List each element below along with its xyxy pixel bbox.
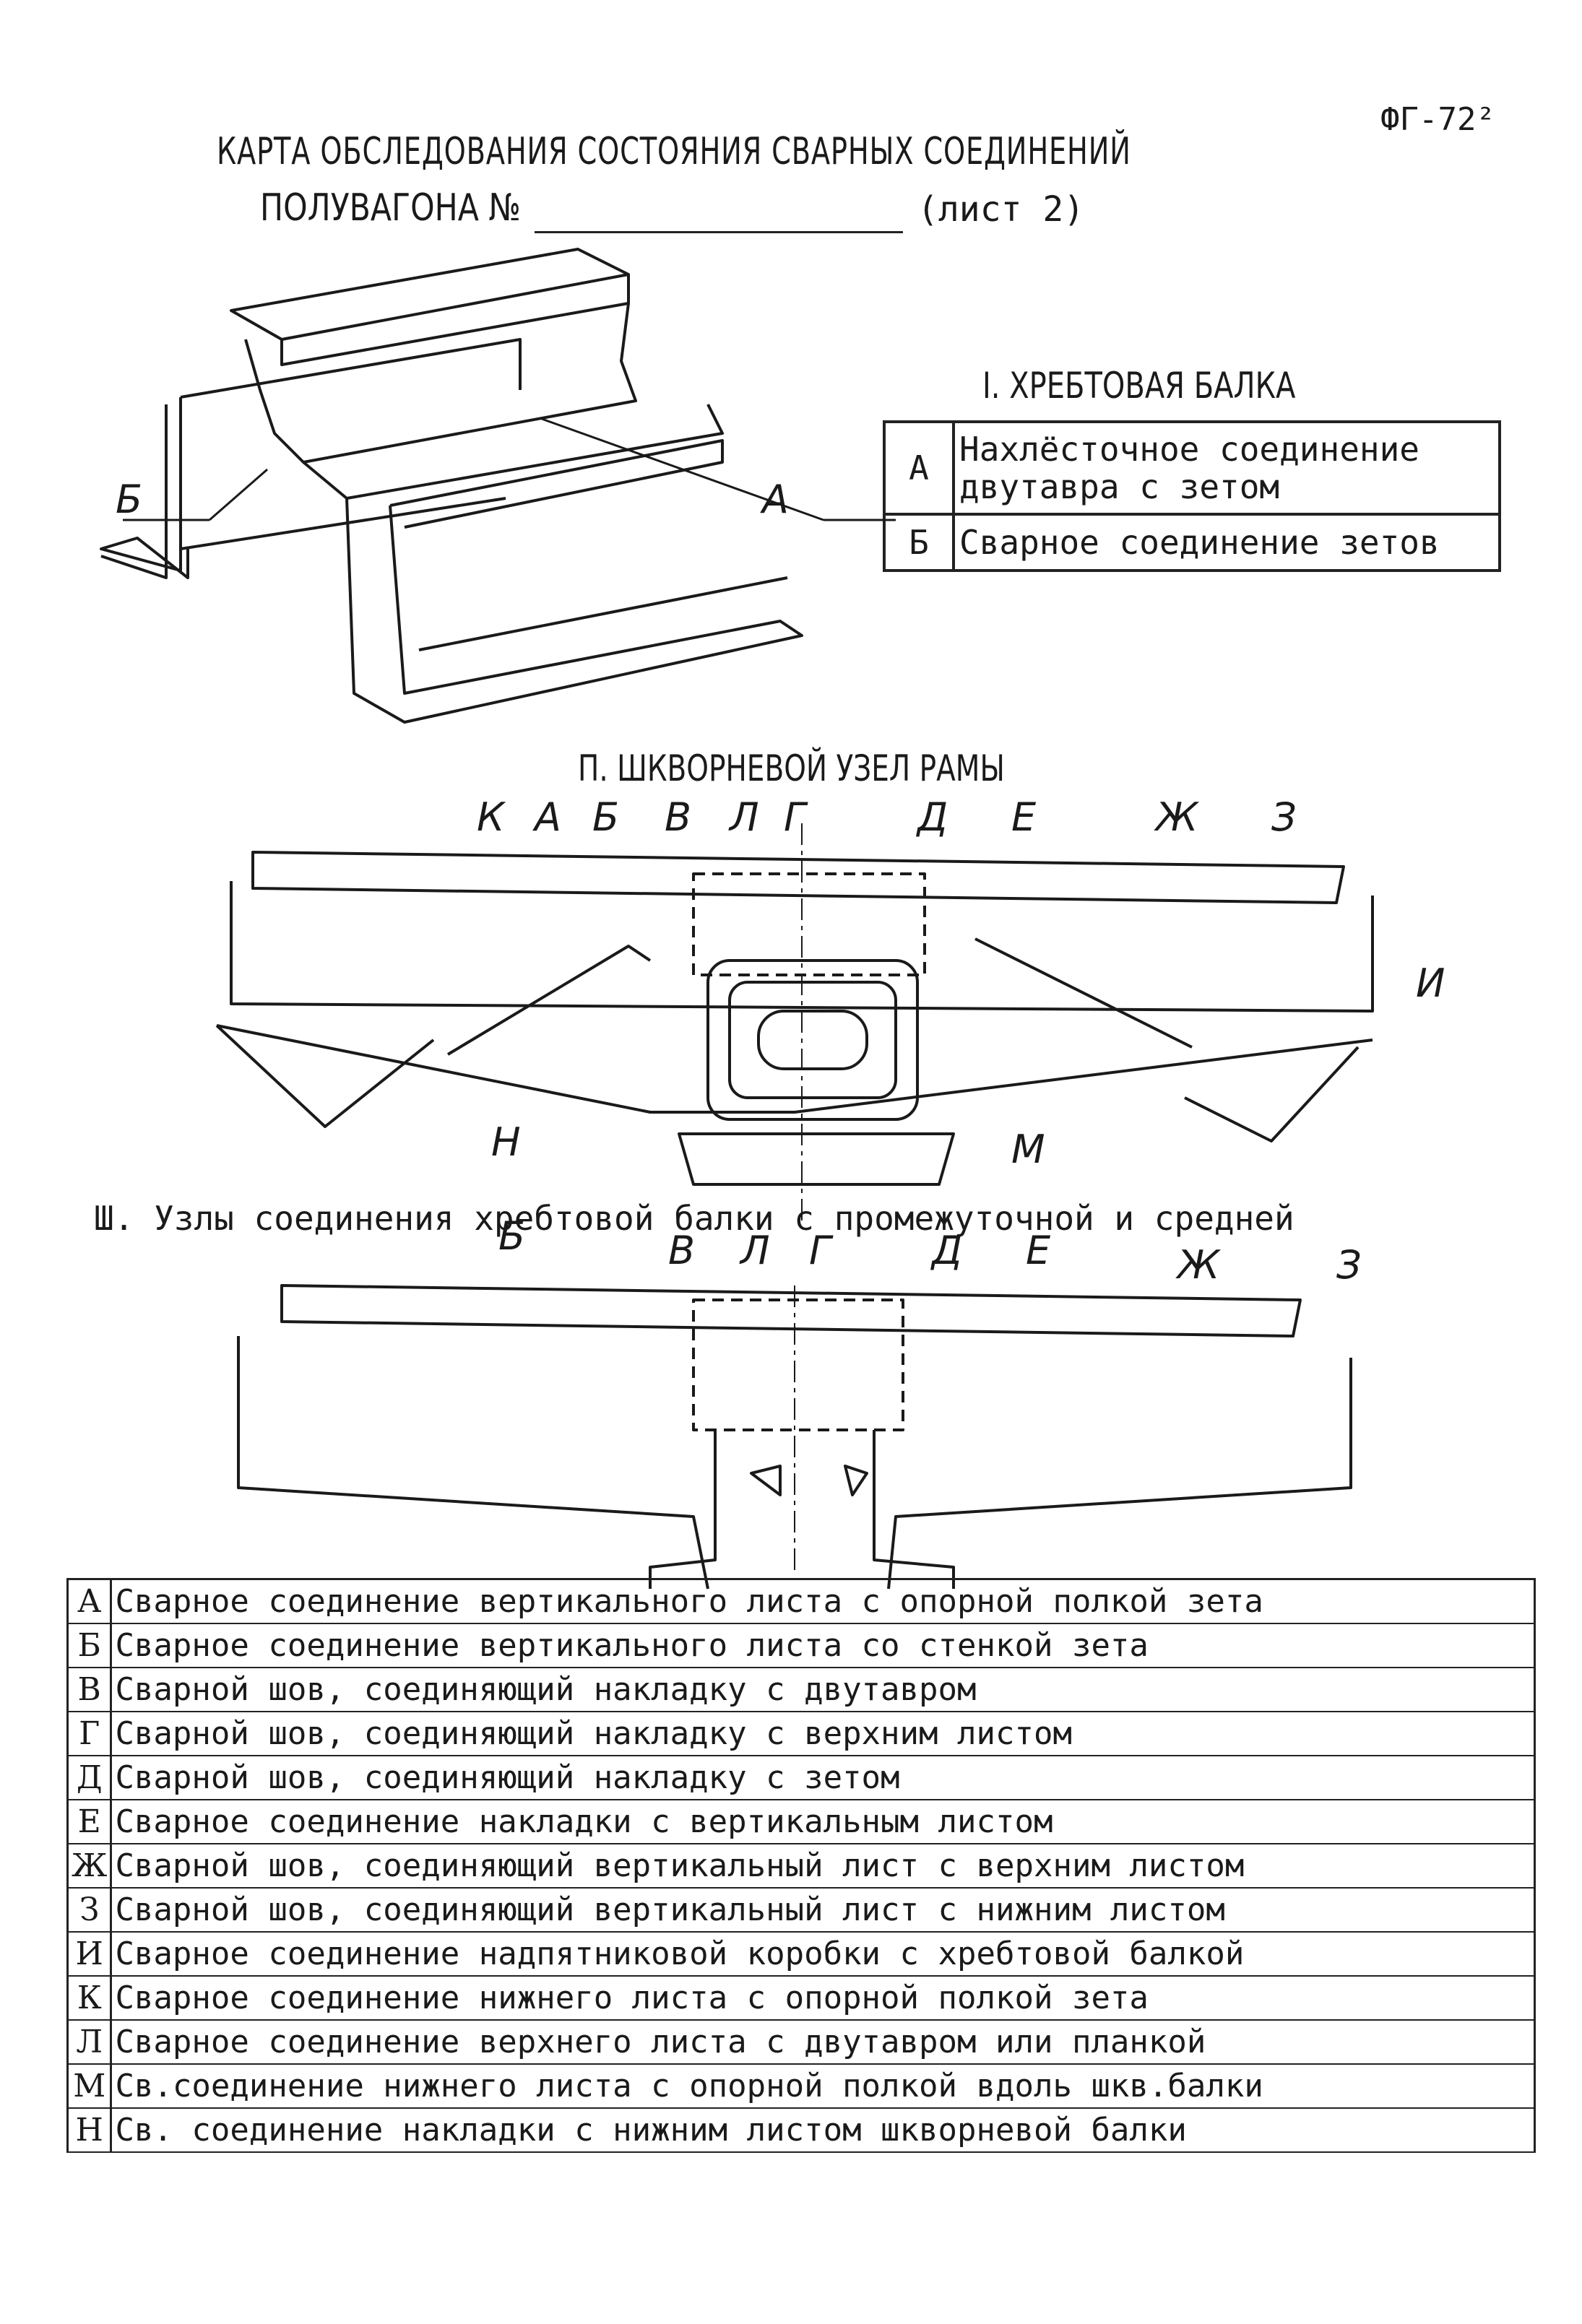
legend-text: Сварной шов, соединяющий вертикальный ли…: [111, 1888, 1536, 1933]
legend-key: М: [66, 2064, 113, 2109]
legend-key: Ж: [66, 1844, 113, 1889]
legend-text: Сварное соединение верхнего листа с двут…: [111, 2020, 1536, 2065]
legend-text: Сварное соединение нижнего листа с опорн…: [111, 1976, 1536, 2021]
legend-text: Сварной шов, соединяющий накладку с верх…: [111, 1712, 1536, 1756]
legend-key: К: [66, 1976, 113, 2021]
document-code: ФГ-72²: [1380, 101, 1495, 138]
bolster-node-drawing: [215, 823, 1374, 1228]
section3-title: Ш. Узлы соединения хребтовой балки с про…: [94, 1199, 1294, 1238]
legend-text: Сварное соединение накладки с вертикальн…: [111, 1800, 1536, 1844]
page-title: КАРТА ОБСЛЕДОВАНИЯ СОСТОЯНИЯ СВАРНЫХ СОЕ…: [217, 130, 1131, 173]
section2-title: П. ШКВОРНЕВОЙ УЗЕЛ РАМЫ: [578, 747, 1005, 789]
legend-key: З: [66, 1888, 113, 1933]
legend-text: Св. соединение накладки с нижним листом …: [111, 2108, 1536, 2153]
callout-label: Ж: [1154, 794, 1200, 840]
callout-label: Г: [809, 1228, 834, 1273]
callout-label: М: [1011, 1127, 1045, 1172]
callout-label: Г: [784, 794, 808, 840]
callout-label: Л: [739, 1228, 770, 1273]
row-key: А: [883, 420, 955, 516]
wagon-number-line: [535, 231, 903, 233]
legend-text: Сварной шов, соединяющий накладку с зето…: [111, 1756, 1536, 1800]
callout-label: В: [665, 794, 691, 840]
callout-label: Ж: [1175, 1242, 1222, 1288]
legend-key: Б: [66, 1623, 113, 1668]
callout-label: К: [477, 794, 506, 840]
legend-text: Сварное соединение надпятниковой коробки…: [111, 1932, 1536, 1977]
legend-key: Е: [66, 1800, 113, 1844]
row-key: Б: [883, 513, 955, 572]
legend-key: Н: [66, 2108, 113, 2153]
callout-label: Е: [1026, 1228, 1051, 1273]
center-sill-drawing: [100, 248, 896, 724]
table-row: Б Сварное соединение зетов: [883, 513, 1501, 572]
callout-label: Н: [491, 1119, 521, 1165]
callout-label: З: [1336, 1242, 1362, 1288]
callout-label: А: [532, 794, 561, 840]
section1-table: А Нахлёсточное соединение двутавра с зет…: [883, 420, 1501, 572]
legend-key: Д: [66, 1756, 113, 1800]
sheet-number: (лист 2): [917, 189, 1085, 230]
callout-label: Б: [116, 477, 142, 522]
legend-text: Сварное соединение вертикального листа с…: [111, 1623, 1536, 1668]
row-text: Сварное соединение зетов: [952, 513, 1501, 572]
callout-label: В: [668, 1228, 695, 1273]
callout-label: И: [1416, 961, 1445, 1006]
legend-key: А: [66, 1578, 113, 1624]
callout-label: Д: [930, 1228, 962, 1273]
callout-label: Е: [1011, 794, 1037, 840]
legend-text: Сварное соединение вертикального листа с…: [111, 1578, 1536, 1624]
callout-label: Б: [498, 1213, 525, 1259]
row-text: Нахлёсточное соединение двутавра с зетом: [952, 420, 1501, 516]
callout-label: А: [760, 477, 789, 522]
callout-label: Б: [592, 794, 619, 840]
legend-text: Сварной шов, соединяющий вертикальный ли…: [111, 1844, 1536, 1889]
legend-text: Св.соединение нижнего листа с опорной по…: [111, 2064, 1536, 2109]
legend-key: И: [66, 1932, 113, 1977]
legend-key: В: [66, 1668, 113, 1712]
legend-text: Сварной шов, соединяющий накладку с двут…: [111, 1668, 1536, 1712]
legend-key: Л: [66, 2020, 113, 2065]
legend-key: Г: [66, 1712, 113, 1756]
callout-label: Д: [916, 794, 948, 840]
section1-title: I. ХРЕБТОВАЯ БАЛКА: [982, 365, 1296, 407]
callout-label: З: [1271, 794, 1297, 840]
table-row: А Нахлёсточное соединение двутавра с зет…: [883, 420, 1501, 516]
intermediate-sill-drawing: [237, 1284, 1352, 1590]
callout-label: Л: [728, 794, 759, 840]
page-subtitle: ПОЛУВАГОНА №: [260, 186, 521, 230]
